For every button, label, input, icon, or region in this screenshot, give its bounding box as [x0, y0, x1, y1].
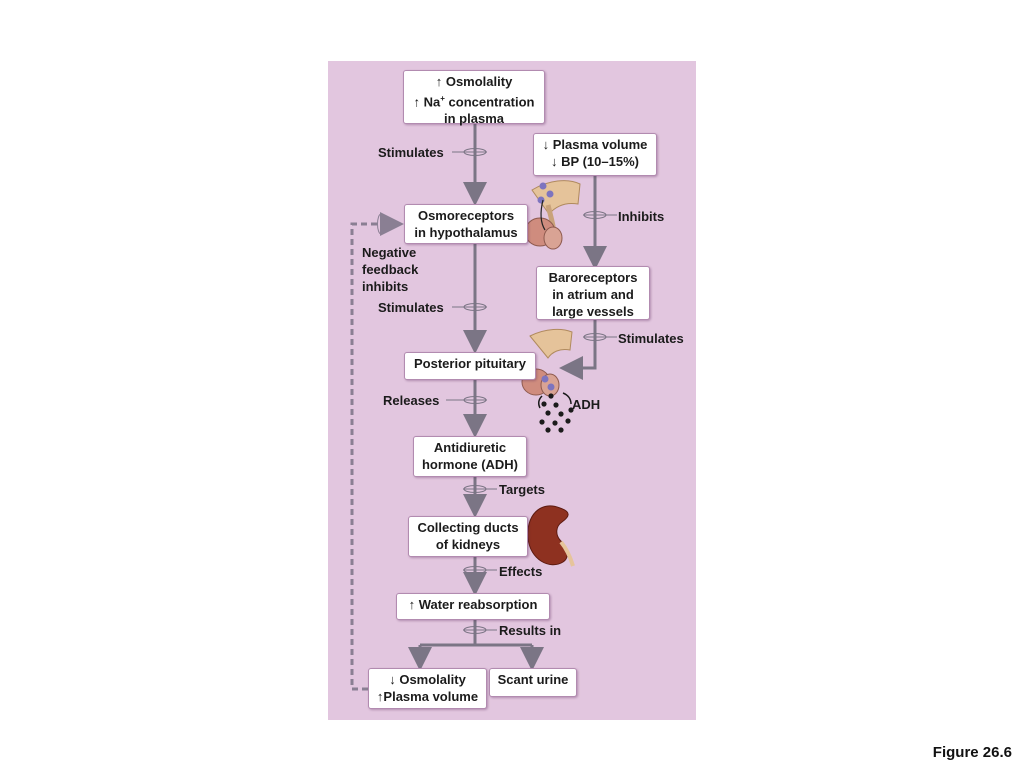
down-arrow-icon: ↓: [389, 672, 396, 687]
baroreceptors-box: Baroreceptors in atrium and large vessel…: [536, 266, 650, 320]
effects-label: Effects: [499, 564, 543, 579]
negative-feedback-line: [350, 212, 404, 691]
osmoreceptors-box: Osmoreceptors in hypothalamus: [404, 204, 528, 244]
up-arrow-icon: ↑: [413, 94, 421, 110]
releases-label: Releases: [383, 393, 440, 408]
posterior-pituitary-box: Posterior pituitary: [404, 352, 536, 380]
hypothalamus-pituitary-illustration: [524, 180, 581, 250]
collecting-ducts-box: Collecting ducts of kidneys: [408, 516, 528, 557]
up-arrow-icon: ↑: [435, 74, 443, 89]
up-arrow-icon: ↑: [408, 597, 416, 612]
targets-label: Targets: [499, 482, 545, 497]
water-reabsorption-box: ↑ Water reabsorption: [396, 593, 550, 620]
osmolality-increase-box: ↑ Osmolality ↑ Na+ concentration in plas…: [403, 70, 545, 126]
stimulates-label-2: Stimulates: [378, 300, 444, 315]
kidney-illustration: [527, 505, 575, 567]
plasma-volume-decrease-box: ↓ Plasma volume ↓ BP (10–15%): [533, 133, 657, 176]
inhibits-label: Inhibits: [618, 209, 665, 224]
stimulates-label-3: Stimulates: [618, 331, 684, 346]
scant-urine-box: Scant urine: [489, 668, 577, 697]
arrow-baroreceptors-to-pituitary: [559, 320, 597, 380]
adh-box: Antidiuretic hormone (ADH): [413, 436, 527, 477]
results-in-label: Results in: [499, 623, 562, 638]
adh-label: ADH: [572, 397, 601, 412]
negative-feedback-label: Negative feedback inhibits: [362, 245, 419, 294]
stimulates-label-1: Stimulates: [378, 145, 444, 160]
down-arrow-icon: ↓: [542, 137, 550, 152]
osmolality-result-box: ↓ Osmolality ↑Plasma volume: [368, 668, 487, 709]
up-arrow-icon: ↑: [376, 689, 384, 704]
down-arrow-icon: ↓: [551, 154, 558, 169]
figure-caption: Figure 26.6: [932, 744, 1012, 761]
adh-particles: [537, 392, 574, 433]
